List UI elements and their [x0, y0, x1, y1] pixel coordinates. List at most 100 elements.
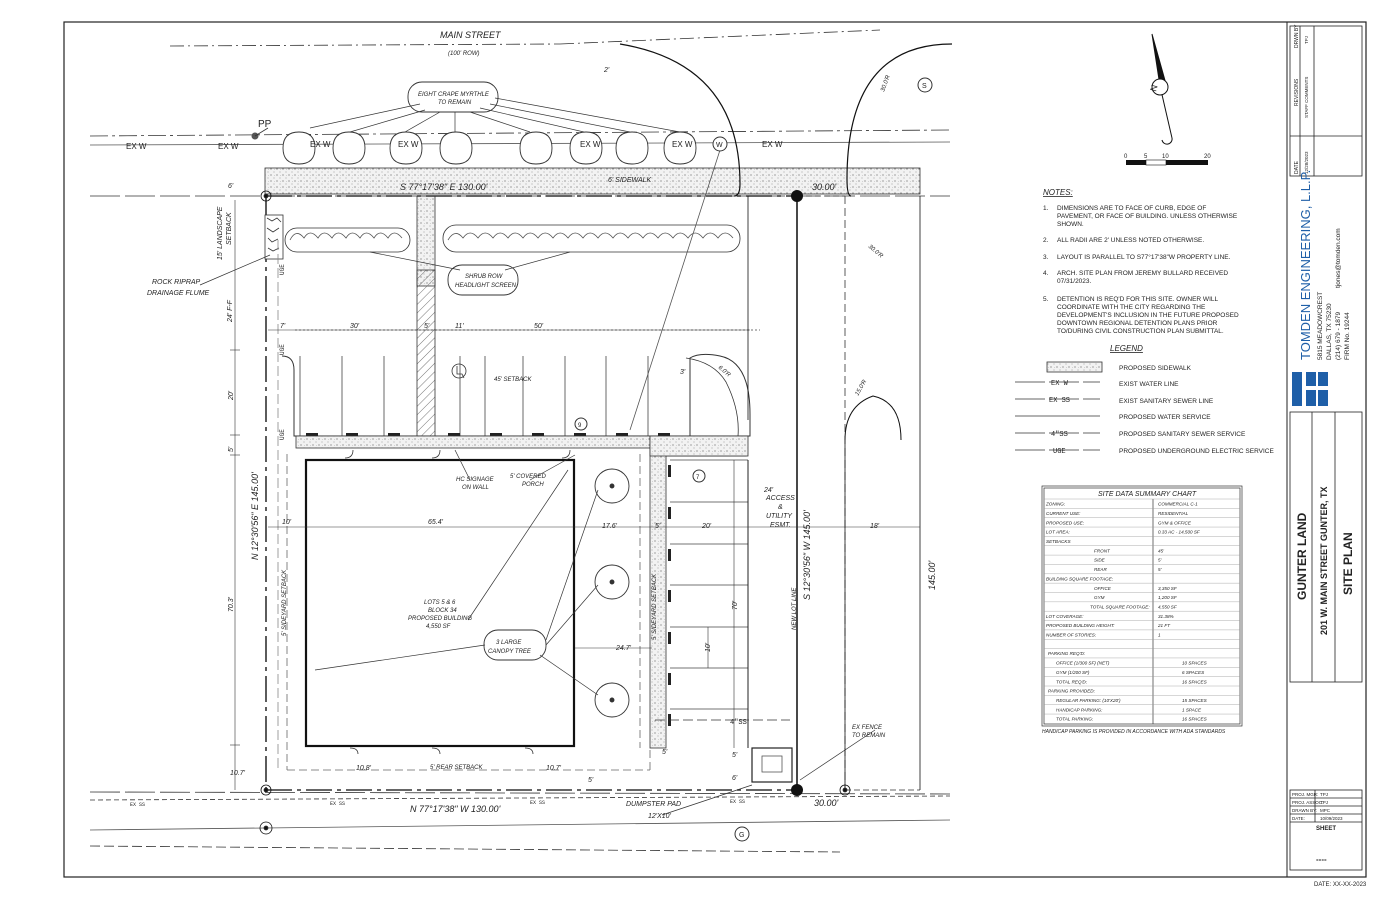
- north-arrow: [1151, 33, 1173, 145]
- dumpster-2: 12'X10': [648, 813, 672, 820]
- site-data-label: GYM: [1094, 595, 1105, 600]
- site-data-value: 10 SPACES: [1182, 661, 1208, 666]
- uge-3: UGE: [279, 429, 286, 440]
- rear-setback: 5' REAR SETBACK: [430, 765, 483, 771]
- svg-text:1.: 1.: [1043, 205, 1049, 212]
- hc-signage-2: ON WALL: [462, 485, 489, 491]
- site-data-label: GYM (1/200 SF): [1056, 670, 1090, 675]
- site-data-value: 4,550 SF: [1158, 604, 1178, 609]
- porch-2: PORCH: [522, 482, 544, 488]
- site-data-value: 1 SPACE: [1182, 707, 1202, 712]
- bearing-top: S 77°17'38" E 130.00': [400, 182, 488, 192]
- dim-5a: 5': [424, 323, 430, 330]
- dim-30: 30': [350, 323, 360, 330]
- site-data-footnote: HANDICAP PARKING IS PROVIDED IN ACCORDAN…: [1042, 729, 1226, 735]
- scale-10: 10: [1162, 154, 1169, 160]
- site-data-value: COMMERCIAL C-1: [1158, 502, 1198, 507]
- title-block: [1289, 25, 1363, 871]
- site-data-label: PARKING REQ'D:: [1048, 651, 1086, 656]
- dim-247: 24.7': [615, 645, 632, 652]
- scale-bar: [1126, 159, 1208, 166]
- site-data-label: OFFICE (1/300 SF) (NET): [1056, 661, 1110, 666]
- crape-label-2: TO REMAIN: [438, 100, 472, 106]
- site-data-value: 15 SPACES: [1182, 698, 1208, 703]
- svg-text:EX SS: EX SS: [1049, 397, 1070, 405]
- dim-18: 18': [870, 523, 880, 530]
- dumpster-1: DUMPSTER PAD: [626, 801, 681, 808]
- dim-2: 2': [603, 67, 610, 74]
- dim-17: 17.6': [602, 523, 618, 530]
- site-data-label: SIDE: [1094, 558, 1106, 563]
- site-data-label: PARKING PROVIDED:: [1048, 689, 1096, 694]
- new-lot-line: NEW LOT LINE: [792, 587, 798, 630]
- sheet-title: SITE PLAN: [1341, 532, 1355, 595]
- firm-email[interactable]: tjones@tomden.com: [1335, 228, 1342, 288]
- dim-70: 70.3': [228, 596, 235, 612]
- shrub-label-2: HEADLIGHT SCREEN: [455, 283, 517, 289]
- firm-name: TOMDEN ENGINEERING, L.L.P.: [1298, 170, 1313, 360]
- svg-text:PAVEMENT, OR FACE OF BUILDING.: PAVEMENT, OR FACE OF BUILDING. UNLESS OT…: [1057, 213, 1238, 220]
- canopy-label-1: 3 LARGE: [496, 640, 522, 646]
- side-setback-right: 5' SIDEYARD SETBACK: [652, 573, 658, 640]
- uge-1: UGE: [279, 264, 286, 275]
- site-data-value: 6 SPACES: [1182, 670, 1205, 675]
- sidewalk-label: 6' SIDEWALK: [608, 177, 652, 184]
- parking-count-7: 7: [696, 475, 700, 481]
- scale-5: 5: [1144, 154, 1148, 160]
- site-data-label: FRONT: [1094, 548, 1111, 553]
- dim-65: 65.4': [428, 519, 444, 526]
- side-setback-left: 5' SIDEYARD SETBACK: [282, 569, 288, 636]
- sidewalk-strip: [264, 167, 921, 195]
- notes: NOTES: 1. DIMENSIONS ARE TO FACE OF CURB…: [1043, 188, 1239, 335]
- svg-text:TPJ: TPJ: [1320, 792, 1328, 797]
- site-data-value: RESIDENTIAL: [1158, 511, 1189, 516]
- hc-signage-1: HC SIGNAGE: [456, 477, 495, 483]
- riprap-label-2: DRAINAGE FLUME: [147, 290, 210, 297]
- project-address: 201 W. MAIN STREET GUNTER, TX: [1319, 486, 1329, 635]
- site-data-value: 3,350 SF: [1158, 586, 1178, 591]
- dim-5b: 5': [228, 446, 235, 452]
- site-data-label: PROPOSED USE:: [1046, 520, 1085, 525]
- site-data-label: REAR: [1094, 567, 1107, 572]
- ex-ss-4: EX SS: [730, 799, 745, 805]
- access-5: ESMT.: [770, 522, 791, 529]
- svg-text:PROPOSED WATER SERVICE: PROPOSED WATER SERVICE: [1119, 414, 1211, 421]
- site-data-label: TOTAL REQ'D:: [1056, 679, 1088, 684]
- svg-text:COORDINATE WITH THE CITY REGAR: COORDINATE WITH THE CITY REGARDING THE: [1057, 304, 1206, 311]
- svg-text:4.: 4.: [1043, 270, 1049, 277]
- site-data-value: 1: [1158, 633, 1161, 638]
- parking-count-9: 9: [578, 423, 582, 429]
- dim-6b: 6': [732, 775, 738, 782]
- site-data-label: HANDICAP PARKING:: [1056, 707, 1103, 712]
- building-label-1: LOTS 5 & 6: [424, 600, 456, 606]
- uge-2: UGE: [279, 344, 286, 355]
- svg-text:TPJ: TPJ: [1320, 800, 1328, 805]
- site-data-value: 5': [1158, 558, 1162, 563]
- svg-text:10/09/2023: 10/09/2023: [1320, 816, 1343, 821]
- dim-10a: 10': [282, 519, 292, 526]
- radius-6: 6.0'R: [717, 365, 732, 379]
- svg-text:DIMENSIONS ARE TO FACE OF CURB: DIMENSIONS ARE TO FACE OF CURB, EDGE OF: [1057, 205, 1206, 212]
- firm-logo: [1292, 372, 1328, 406]
- sheet-border: [63, 21, 1367, 878]
- landscape-label-2: SETBACK: [226, 212, 233, 245]
- svg-text:DEVELOPMENT'S INCLUSION IN THE: DEVELOPMENT'S INCLUSION IN THE FUTURE PR…: [1057, 312, 1239, 319]
- svg-text:LAYOUT IS PARALLEL TO S77°17'3: LAYOUT IS PARALLEL TO S77°17'38"W PROPER…: [1057, 253, 1231, 261]
- building-label-4: 4,550 SF: [426, 624, 451, 630]
- dim-6a: 6': [228, 183, 234, 190]
- dim-20b: 20': [701, 523, 712, 530]
- front-setback: 45' SETBACK: [494, 377, 532, 383]
- dim-70b: 70': [732, 600, 739, 610]
- dim-108: 10.8': [356, 765, 372, 772]
- site-data-label: LOT COVERAGE:: [1046, 614, 1084, 619]
- svg-text:07/31/2023.: 07/31/2023.: [1057, 278, 1092, 285]
- svg-text:UGE: UGE: [1053, 448, 1066, 456]
- ex-w-4: EX W: [398, 140, 419, 149]
- title-info: PROJ. MGR: TPJ PROJ. ASSOC: TPJ DRAWN BY…: [1292, 792, 1343, 821]
- ex-w-2: EX W: [218, 142, 239, 151]
- site-data-label: TOTAL PARKING:: [1056, 717, 1094, 722]
- ramp-hatch: [416, 269, 436, 437]
- svg-text:PROPOSED SANITARY SEWER SERVIC: PROPOSED SANITARY SEWER SERVICE: [1119, 431, 1246, 438]
- svg-text:PROPOSED SIDEWALK: PROPOSED SIDEWALK: [1119, 365, 1192, 372]
- svg-text:DETENTION IS REQ'D FOR THIS SI: DETENTION IS REQ'D FOR THIS SITE. OWNER …: [1057, 296, 1218, 303]
